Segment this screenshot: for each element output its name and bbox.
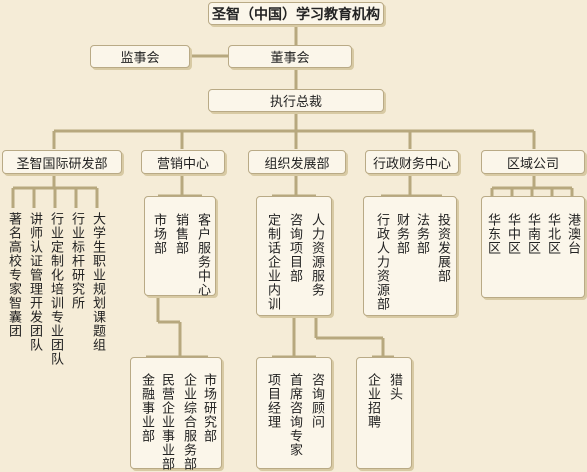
org-unit: 人力资源服务	[309, 213, 324, 297]
dept-region-label: 区域公司	[506, 156, 559, 172]
marketing-unit: 销售部	[173, 213, 188, 255]
org-unit: 咨询项目部	[287, 213, 302, 283]
org-units-panel	[256, 196, 332, 316]
dept-admin: 行政财务中心	[365, 150, 459, 174]
region-item: 华南区	[525, 213, 540, 255]
dept-org-label: 组织发展部	[264, 156, 330, 172]
org-unit: 定制话企业内训	[265, 213, 280, 311]
consult-sub-unit: 咨询顾问	[309, 373, 324, 429]
market-sub-panel	[130, 357, 222, 469]
marketing-unit: 市场部	[151, 213, 166, 255]
research-unit: 讲师认证管理开发团队	[27, 212, 42, 352]
consult-sub-unit: 项目经理	[265, 373, 280, 429]
hr-sub-panel	[356, 357, 412, 469]
admin-unit: 法务部	[414, 213, 429, 255]
hr-sub-unit: 猎头	[387, 373, 402, 401]
org-title: 圣智（中国）学习教育机构	[212, 6, 380, 23]
market-sub-unit: 企业综合服务部	[181, 373, 196, 471]
dept-marketing-label: 营销中心	[156, 156, 209, 172]
admin-unit: 行政人力资源部	[374, 213, 389, 311]
research-unit: 著名高校专家智囊团	[6, 212, 21, 338]
ceo-box: 执行总裁	[208, 89, 384, 112]
admin-unit: 投资发展部	[435, 213, 450, 283]
region-panel	[481, 196, 585, 298]
admin-units-panel	[363, 196, 457, 316]
region-item: 港澳台	[565, 213, 580, 255]
consult-sub-unit: 首席咨询专家	[287, 373, 302, 457]
org-title-box: 圣智（中国）学习教育机构	[208, 2, 384, 25]
research-unit: 行业标杆研究所	[69, 212, 84, 310]
consult-sub-panel	[256, 357, 332, 469]
board-box: 董事会	[228, 45, 352, 68]
region-item: 华北区	[545, 213, 560, 255]
dept-region: 区域公司	[481, 150, 585, 174]
ceo-label: 执行总裁	[269, 95, 322, 110]
board-label: 董事会	[270, 51, 310, 66]
dept-research-label: 圣智国际研发部	[16, 156, 108, 172]
hr-sub-unit: 企业招聘	[365, 373, 380, 429]
admin-unit: 财务部	[394, 213, 409, 255]
region-item: 华中区	[505, 213, 520, 255]
market-sub-unit: 民营企业事业部	[159, 373, 174, 471]
dept-research: 圣智国际研发部	[2, 150, 122, 174]
dept-marketing: 营销中心	[141, 150, 225, 174]
region-item: 华东区	[485, 213, 500, 255]
dept-org: 组织发展部	[248, 150, 346, 174]
marketing-units-panel	[144, 196, 216, 296]
market-sub-unit: 市场研究部	[201, 373, 216, 443]
supervisor-label: 监事会	[120, 51, 160, 66]
dept-admin-label: 行政财务中心	[372, 156, 451, 172]
supervisor-box: 监事会	[90, 45, 190, 68]
research-unit: 大学生职业规划课题组	[90, 212, 105, 352]
research-unit: 行业定制化培训专业团队	[48, 212, 63, 366]
marketing-unit: 客户服务中心	[195, 213, 210, 297]
market-sub-unit: 金融事业部	[139, 373, 154, 443]
